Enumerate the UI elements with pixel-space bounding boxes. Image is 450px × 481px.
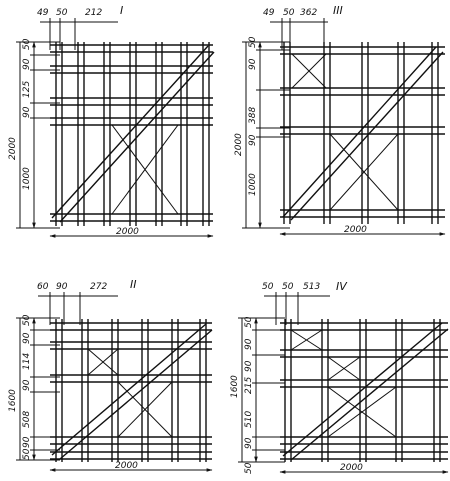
top-dim-label: 50 — [262, 282, 274, 292]
side-dim-label: 90 — [22, 58, 32, 70]
panel-numeral: I — [120, 4, 123, 17]
side-dim-label: 1000 — [248, 173, 258, 196]
side-dim-label: 90 — [244, 437, 254, 449]
scaffold-frame — [280, 42, 445, 224]
top-dim-label: 50 — [56, 8, 68, 18]
top-dim-label: 513 — [303, 282, 320, 292]
side-dim-label: 1000 — [22, 167, 32, 190]
panel-numeral: IV — [336, 280, 348, 293]
top-dim-label: 90 — [56, 282, 68, 292]
panel-numeral: III — [333, 4, 343, 17]
top-dim-label: 49 — [263, 8, 275, 18]
scaffold-frame — [50, 42, 215, 226]
top-dim-label: 60 — [37, 282, 49, 292]
side-dim-label: 125 — [22, 81, 32, 98]
height-dim-label: 1600 — [8, 389, 18, 412]
top-dim-label: 50 — [283, 8, 295, 18]
side-dim-label: 50 — [22, 38, 32, 50]
height-dim-label: 2000 — [234, 133, 244, 156]
width-dim-label: 2000 — [344, 225, 367, 235]
side-dim-label: 50 — [244, 462, 254, 474]
height-dim-label: 1600 — [230, 375, 240, 398]
panel-I: I 49 50 212 50 90 125 90 1000 2000 — [8, 4, 215, 238]
side-dim-label: 215 — [244, 377, 254, 394]
side-dim-label: 50 — [22, 448, 32, 460]
side-dim-label: 90 — [22, 379, 32, 391]
panel-IV: IV 50 50 513 50 90 90 215 510 90 50 1600 — [230, 280, 449, 474]
top-dim-label: 49 — [37, 8, 49, 18]
side-dim-label: 50 — [22, 314, 32, 326]
side-dim-label: 50 — [244, 316, 254, 328]
side-dim-label: 508 — [22, 411, 32, 428]
side-dim-label: 114 — [22, 353, 32, 370]
side-dim-label: 90 — [22, 332, 32, 344]
panel-III: III 49 50 362 50 90 388 90 1000 2000 — [234, 4, 446, 236]
top-dim-label: 362 — [300, 8, 317, 18]
width-dim-label: 2000 — [115, 461, 138, 471]
top-dim-label: 272 — [90, 282, 107, 292]
panel-numeral: II — [130, 278, 137, 291]
side-dim-label: 90 — [248, 58, 258, 70]
top-dim-label: 50 — [282, 282, 294, 292]
side-dim-label: 90 — [244, 338, 254, 350]
scaffold-frame — [50, 319, 213, 462]
side-dim-label: 510 — [244, 411, 254, 428]
side-dim-label: 388 — [248, 107, 258, 124]
top-dim-label: 212 — [85, 8, 102, 18]
panel-II: II 60 90 272 50 90 114 90 508 90 50 1600 — [8, 278, 213, 472]
side-dim-label: 90 — [22, 106, 32, 118]
side-dim-label: 90 — [22, 436, 32, 448]
height-dim-label: 2000 — [8, 137, 18, 160]
scaffold-frame — [280, 319, 449, 462]
width-dim-label: 2000 — [340, 463, 363, 473]
side-dim-label: 90 — [248, 134, 258, 146]
side-dim-label: 50 — [248, 36, 258, 48]
width-dim-label: 2000 — [116, 227, 139, 237]
side-dim-label: 90 — [244, 360, 254, 372]
